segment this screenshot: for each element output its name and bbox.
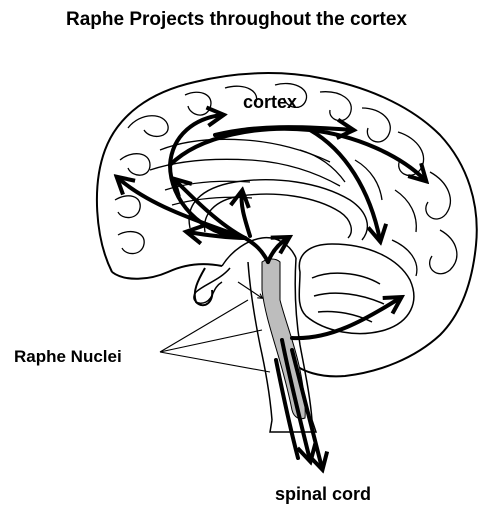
raphe-nuclei-label: Raphe Nuclei (14, 347, 122, 367)
cortex-label: cortex (243, 92, 297, 113)
cerebellum (299, 244, 414, 334)
spinal-cord-label: spinal cord (275, 484, 371, 505)
raphe-pointer-lines (160, 282, 270, 372)
